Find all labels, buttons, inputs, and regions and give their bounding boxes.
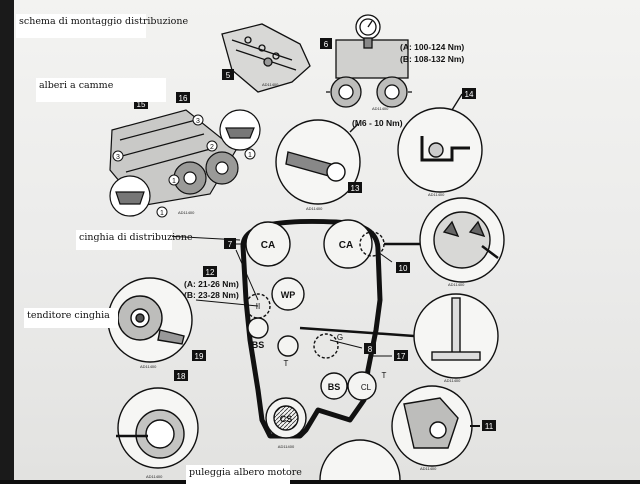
callout-15-box — [134, 98, 148, 109]
torque-cam-b: (B: 108-132 Nm) — [400, 54, 464, 64]
pulley-wp: WP — [281, 290, 296, 300]
code-5: AD11400 — [428, 192, 445, 197]
callout-11-box — [482, 420, 496, 431]
circle-num-3b: 3 — [196, 118, 200, 125]
callout-16: 16 — [179, 94, 188, 103]
callout-5-box — [222, 69, 234, 80]
label-camshafts: alberi a camme — [36, 78, 166, 102]
pulley-t-upper: T — [284, 359, 289, 368]
callout-19: 19 — [195, 352, 204, 361]
tensioner-detail — [107, 277, 193, 363]
circle-num-2: 2 — [210, 144, 214, 151]
code-10: AD11400 — [146, 474, 163, 479]
callout-7: 7 — [228, 240, 233, 249]
t-bar-tool-detail-17 — [413, 293, 499, 379]
pulley-t-lower: T — [382, 371, 387, 380]
circle-num-3a: 3 — [116, 154, 120, 161]
cylinder-head-illustration — [109, 109, 261, 217]
torque-tens-a: (A: 21-26 Nm) — [184, 279, 239, 289]
code-2: AD11400 — [372, 106, 389, 111]
circled-numbers — [112, 114, 256, 218]
callout-16-box — [176, 92, 190, 103]
crank-lock-detail-11 — [391, 385, 480, 467]
callout-7-box — [224, 238, 236, 249]
callout-19-box — [192, 350, 206, 361]
code-9: AD11400 — [140, 364, 157, 369]
pulleys — [245, 219, 385, 439]
callout-18: 18 — [177, 372, 186, 381]
partial-detail-circle — [319, 439, 401, 480]
label-tensioner: tenditore cinghia — [24, 308, 118, 328]
code-3: AD11400 — [178, 210, 195, 215]
pulley-ca-right: CA — [339, 240, 353, 251]
callout-10-box — [396, 262, 410, 273]
torque-m6: (M6 - 10 Nm) — [352, 118, 403, 128]
callout-10: 10 — [399, 264, 408, 273]
pulley-g: G — [337, 333, 343, 342]
callout-17: 17 — [397, 352, 406, 361]
circle-num-1b: 1 — [160, 210, 164, 217]
label-belt: cinghia di distribuzione — [76, 230, 193, 250]
callout-15: 15 — [137, 100, 146, 109]
circle-num-1a: 1 — [248, 152, 252, 159]
callout-13: 13 — [351, 184, 360, 193]
cam-locking-tool-illustration — [326, 14, 412, 108]
pulley-bs-upper: BS — [252, 340, 265, 350]
callout-17-box — [394, 350, 408, 361]
torque-tens-b: (B: 23-28 Nm) — [184, 290, 239, 300]
circle-num-1c: 1 — [172, 178, 176, 185]
cam-tool-detail-14 — [397, 93, 483, 193]
callout-18-box — [174, 370, 188, 381]
code-6: AD11400 — [278, 444, 295, 449]
label-crank-pulley: puleggia albero motore — [186, 465, 302, 484]
callout-8-box — [364, 343, 376, 354]
callout-11: 11 — [485, 422, 494, 431]
code-4: AD11400 — [306, 206, 323, 211]
callout-8: 8 — [368, 345, 373, 354]
callout-14: 14 — [465, 90, 474, 99]
pulley-ca-left: CA — [261, 240, 275, 251]
torque-cam-a: (A: 100-124 Nm) — [400, 42, 464, 52]
cam-pulley-detail-10 — [419, 197, 505, 283]
code-8: AD11400 — [444, 378, 461, 383]
callout-6-box — [320, 38, 332, 49]
code-1: AD11400 — [262, 82, 279, 87]
left-edge-shadow — [0, 0, 14, 480]
leader-lines — [165, 235, 420, 357]
callout-12-box — [203, 266, 217, 277]
cam-tool-detail-13 — [275, 119, 361, 205]
pulley-bs-lower: BS — [328, 382, 341, 392]
callout-14-box — [462, 88, 476, 99]
callout-5: 5 — [226, 71, 231, 80]
label-schema: schema di montaggio distribuzione — [16, 14, 188, 38]
callout-12: 12 — [206, 268, 215, 277]
pulley-cs: CS — [280, 414, 293, 424]
callout-13-box — [348, 182, 362, 193]
pulley-ii: II — [256, 302, 260, 311]
code-7: AD11400 — [448, 282, 465, 287]
valve-cover-illustration — [221, 23, 311, 93]
pulley-cl: CL — [361, 383, 372, 392]
callout-6: 6 — [324, 40, 329, 49]
crank-pulley-detail — [116, 387, 199, 469]
code-11: AD11400 — [420, 466, 437, 471]
